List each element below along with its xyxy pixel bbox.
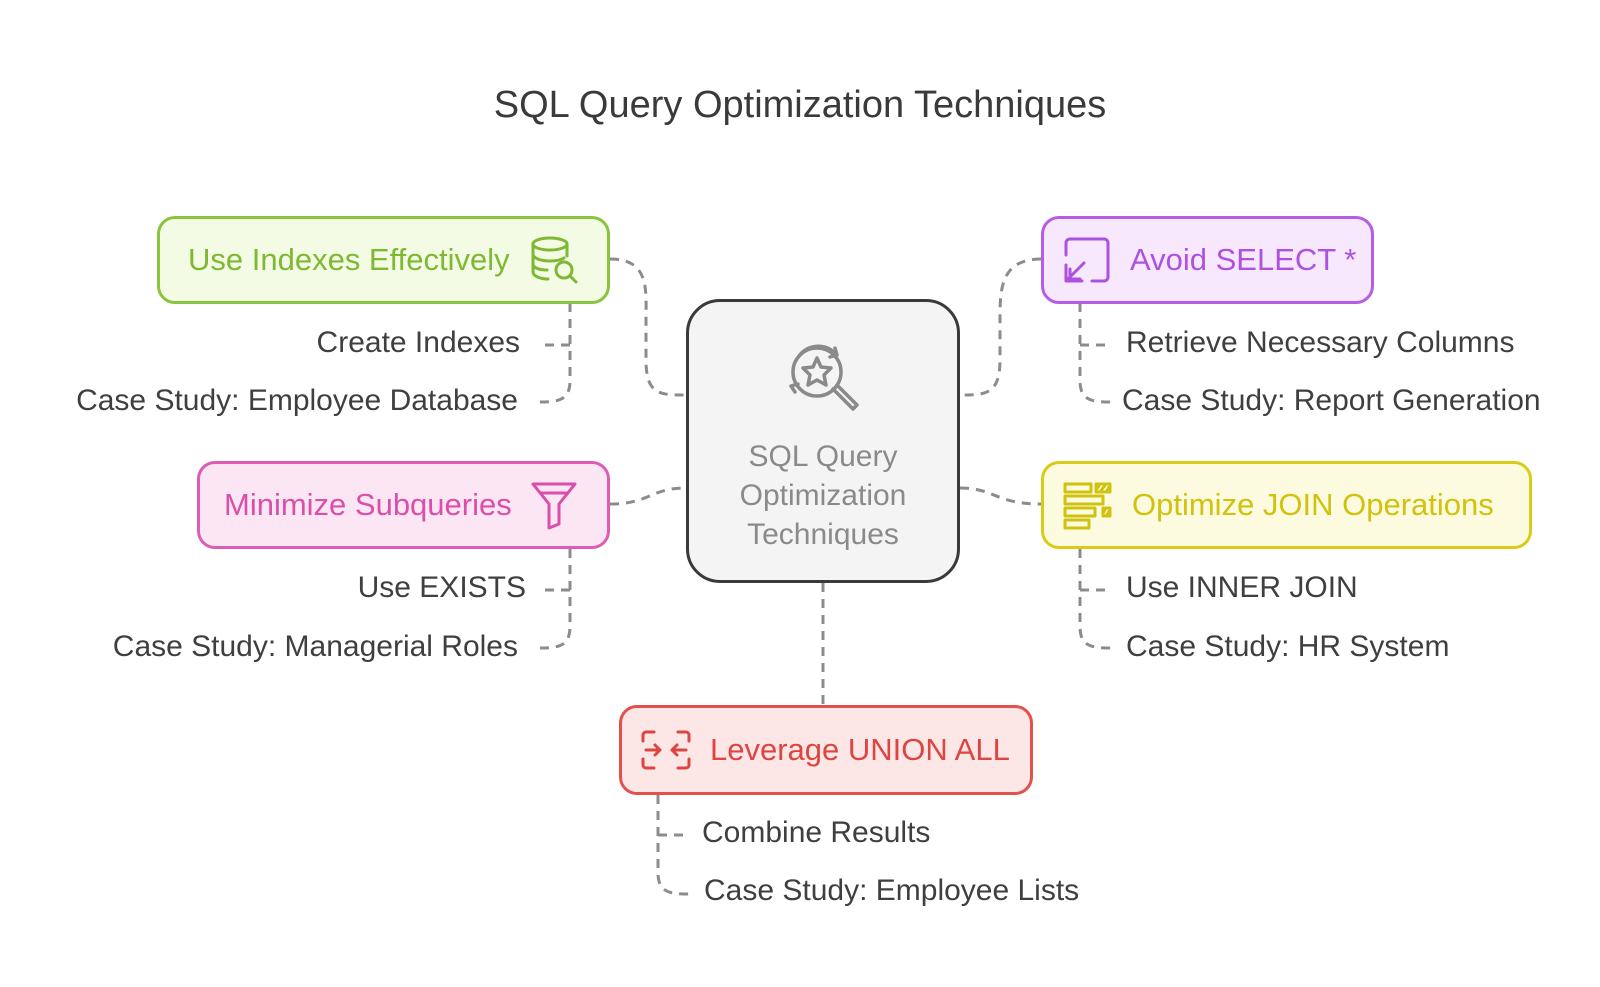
star-search-icon	[781, 336, 865, 425]
branch-leverage-union-all[interactable]: Leverage UNION ALL	[619, 705, 1033, 795]
branch-label: Minimize Subqueries	[224, 487, 512, 522]
center-label: SQL Query Optimization Techniques	[739, 440, 907, 551]
item-use-exists: Use EXISTS	[357, 571, 526, 604]
item-case-study-employee-database: Case Study: Employee Database	[76, 384, 518, 417]
connector-select	[959, 257, 1042, 397]
branch-optimize-join[interactable]: Optimize JOIN Operations	[1041, 461, 1532, 549]
branch-label: Leverage UNION ALL	[710, 732, 1010, 767]
database-search-icon	[528, 234, 580, 286]
item-case-study-employee-lists: Case Study: Employee Lists	[704, 874, 1080, 907]
branch-label: Optimize JOIN Operations	[1132, 487, 1494, 522]
connector-indexes	[609, 257, 687, 397]
item-case-study-managerial-roles: Case Study: Managerial Roles	[112, 630, 518, 663]
item-use-inner-join: Use INNER JOIN	[1126, 571, 1358, 604]
merge-arrows-icon	[640, 729, 692, 771]
connector-join-items	[1078, 549, 1113, 650]
connector-union-items	[656, 795, 691, 896]
branch-label: Use Indexes Effectively	[188, 242, 510, 277]
funnel-icon	[530, 480, 578, 530]
item-case-study-hr-system: Case Study: HR System	[1126, 630, 1450, 663]
item-combine-results: Combine Results	[702, 816, 931, 849]
branch-minimize-subqueries[interactable]: Minimize Subqueries	[197, 461, 610, 549]
connector-subqueries	[609, 486, 687, 506]
item-case-study-report-generation: Case Study: Report Generation	[1122, 384, 1541, 417]
item-retrieve-necessary-columns: Retrieve Necessary Columns	[1126, 326, 1515, 359]
connector-join	[959, 486, 1042, 506]
join-bars-icon	[1062, 480, 1114, 530]
connector-subqueries-items	[537, 549, 572, 650]
connector-indexes-items	[537, 303, 572, 404]
connector-select-items	[1078, 303, 1113, 404]
resize-arrow-icon	[1062, 235, 1112, 285]
branch-use-indexes[interactable]: Use Indexes Effectively	[157, 216, 610, 304]
branch-label: Avoid SELECT *	[1130, 242, 1357, 277]
center-node: SQL Query Optimization Techniques	[686, 299, 960, 583]
page-title: SQL Query Optimization Techniques	[493, 84, 1107, 126]
branch-avoid-select[interactable]: Avoid SELECT *	[1041, 216, 1374, 304]
item-create-indexes: Create Indexes	[316, 326, 520, 359]
